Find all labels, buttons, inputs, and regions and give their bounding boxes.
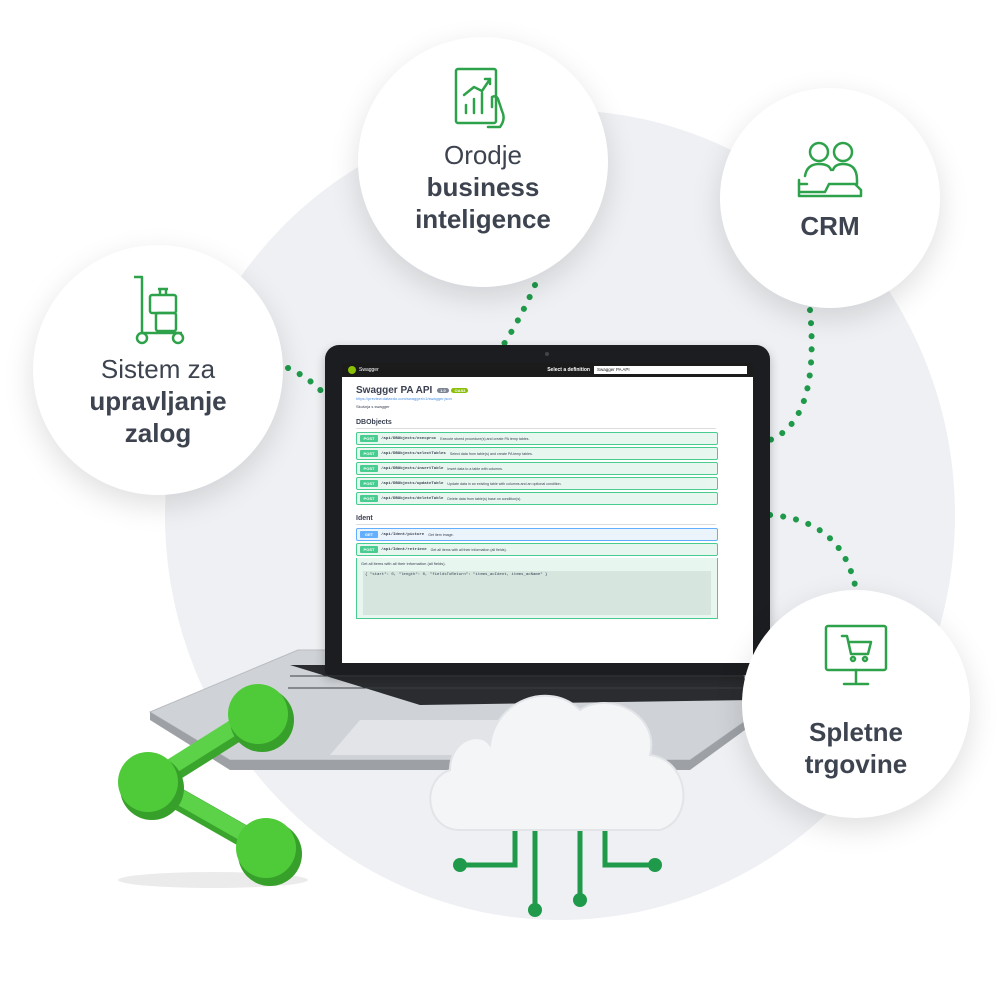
section-dbobjects[interactable]: DBObjects [356,419,716,429]
camera-dot [545,352,549,356]
bubble-crm: CRM [720,88,940,308]
version-badge: 1.0 [437,387,449,393]
bubble-line-bold: inteligence [415,204,551,234]
share-icon [118,684,308,888]
api-url-link[interactable]: https://preview.dataedo.com/swagger/v1/s… [356,396,452,401]
cloud-icon [429,694,685,917]
bubble-line-bold: Spletne [809,717,903,747]
definition-select[interactable]: Swagger PA API [594,366,747,374]
online-shop-icon [824,624,888,686]
swagger-page: Swagger Select a definition Swagger PA A… [342,363,753,663]
chart-report-icon [454,67,505,129]
swagger-logo-icon [348,366,356,374]
api-title-text: Swagger PA API [356,385,433,396]
definition-select-label: Select a definition [547,367,590,373]
laptop-screen: Swagger Select a definition Swagger PA A… [325,345,770,675]
swagger-topbar: Swagger Select a definition Swagger PA A… [342,363,753,377]
customers-icon [797,141,863,198]
bubble-line-bold: CRM [800,211,860,241]
code-sample: { "start": 0, "length": 0, "fieldsToRetu… [363,571,711,615]
bubble-line: Orodje [443,140,523,170]
bubble-inventory-system: Sistem za upravljanje zalog [33,245,283,495]
bubble-line-bold: zalog [124,418,192,448]
operation-expanded-text: Get all items with all their information… [361,561,446,566]
bubble-business-intelligence: Orodje business inteligence [358,37,608,287]
bubble-line: Sistem za [100,354,216,384]
bubble-online-shops: Spletne trgovine [742,590,970,818]
api-description: Skušnja s swagger [356,404,390,409]
oas-badge: OAS3 [451,387,469,393]
bubble-line-bold: upravljanje [89,386,227,416]
bubble-line-bold: trgovine [804,749,908,779]
warehouse-cart-icon [134,275,185,345]
bubble-line-bold: business [426,172,540,202]
operation-expanded: Get all items with all their information… [356,558,718,619]
api-title: Swagger PA API 1.0 OAS3 [356,385,753,396]
section-ident[interactable]: Ident [356,515,716,525]
swagger-app-name: Swagger [359,367,379,373]
